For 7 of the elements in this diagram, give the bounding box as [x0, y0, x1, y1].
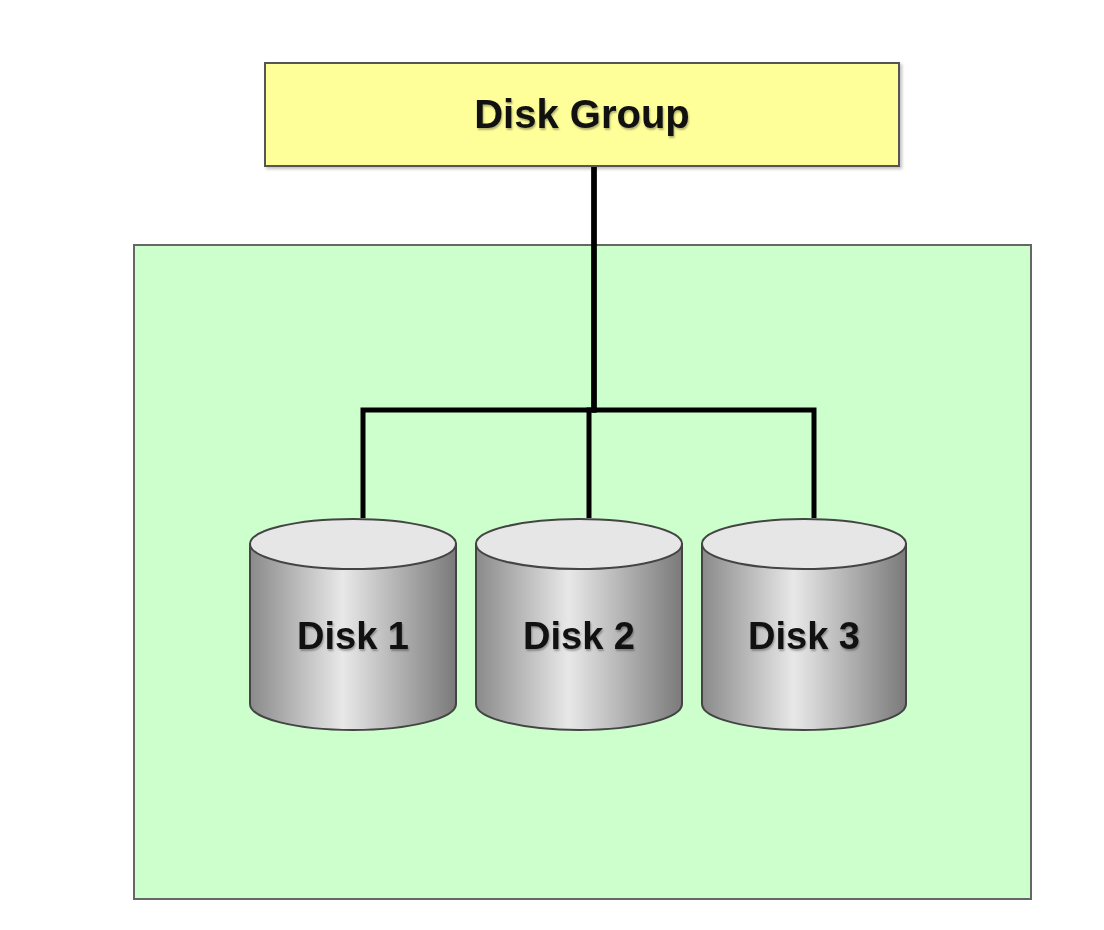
disk-label: Disk 1: [297, 614, 409, 658]
connector-line: [591, 167, 817, 518]
group-title: Disk Group: [474, 92, 690, 137]
disk-label: Disk 2: [523, 614, 635, 658]
group-box: [264, 62, 900, 167]
container-panel: [133, 244, 1032, 900]
disk-label: Disk 3: [748, 614, 860, 658]
